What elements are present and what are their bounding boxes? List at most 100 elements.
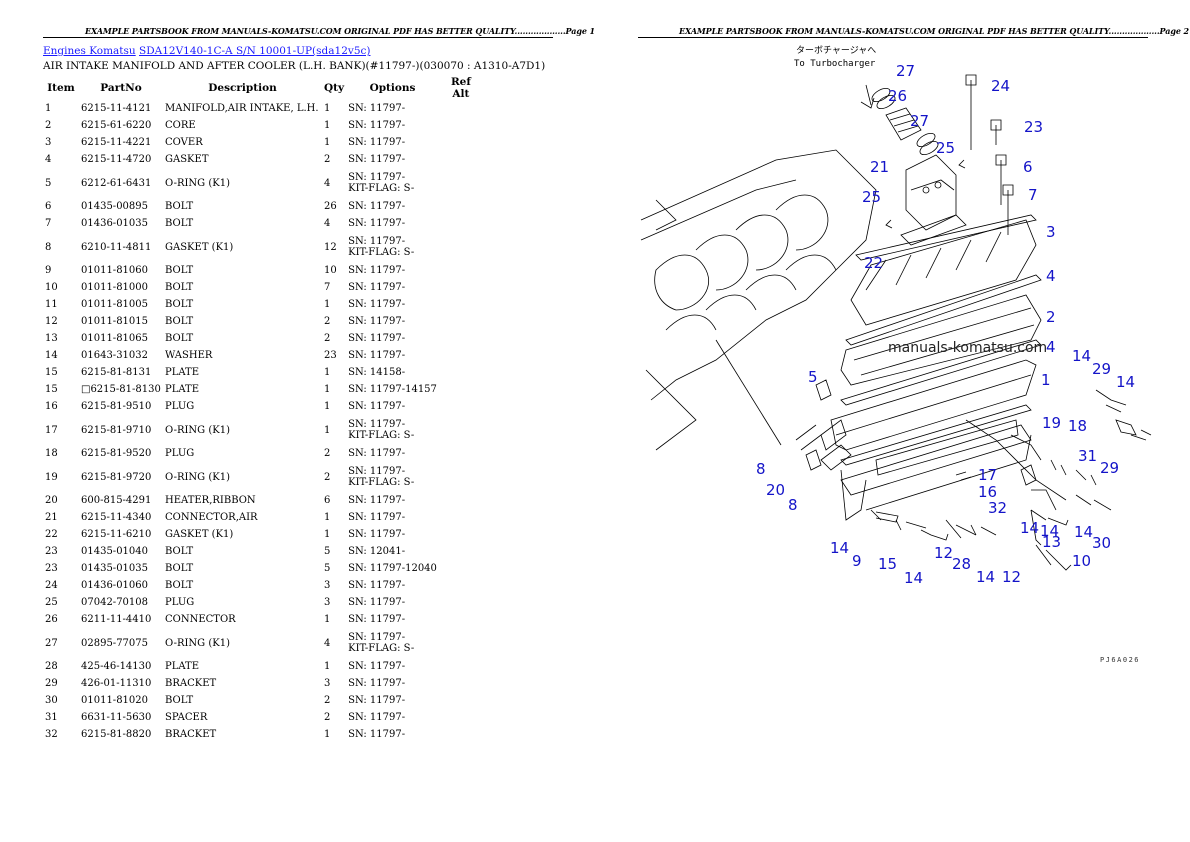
callout-number: 14: [1074, 523, 1093, 541]
description-cell: BOLT: [165, 333, 194, 344]
qty-cell: 3: [324, 580, 331, 591]
item-cell: 32: [45, 729, 58, 740]
refalt-cell: [439, 611, 483, 628]
breadcrumb-link-engines[interactable]: Engines Komatsu: [43, 45, 136, 57]
partno-cell: 6215-11-4221: [81, 137, 152, 148]
options-cell: SN: 11797-: [346, 658, 439, 675]
qty-cell: 2: [324, 154, 331, 165]
description-cell: BOLT: [165, 201, 194, 212]
item-cell: 28: [45, 661, 58, 672]
callout-number: 7: [1028, 186, 1038, 204]
qty-cell: 1: [324, 137, 331, 148]
qty-cell: 1: [324, 299, 331, 310]
refalt-cell: [439, 398, 483, 415]
refalt-cell: [439, 709, 483, 726]
qty-cell: 2: [324, 316, 331, 327]
item-cell: 20: [45, 495, 58, 506]
options-serial: SN: 11797-: [348, 495, 406, 506]
callout-number: 32: [988, 499, 1007, 517]
qty-cell: 1: [324, 529, 331, 540]
breadcrumb-link-model[interactable]: SDA12V140-1C-A S/N 10001-UP(sda12v5c): [139, 45, 371, 57]
callout-number: 4: [1046, 338, 1056, 356]
options-serial: SN: 11797-: [348, 466, 406, 477]
options-cell: SN: 11797-: [346, 279, 439, 296]
partno-cell: 01435-00895: [81, 201, 149, 212]
drawing-code: PJ6A026: [1100, 656, 1141, 664]
callout-number: 1: [1041, 371, 1051, 389]
item-cell: 2: [45, 120, 52, 131]
refalt-cell: [439, 726, 483, 743]
refalt-cell: [439, 117, 483, 134]
item-cell: 22: [45, 529, 58, 540]
page-title: AIR INTAKE MANIFOLD AND AFTER COOLER (L.…: [43, 60, 546, 72]
options-serial: SN: 11797-: [348, 137, 406, 148]
qty-cell: 1: [324, 614, 331, 625]
item-cell: 15: [45, 384, 58, 395]
qty-cell: 2: [324, 448, 331, 459]
fasteners-lower: [870, 389, 1152, 571]
refalt-cell: [439, 509, 483, 526]
partno-cell: 01643-31032: [81, 350, 149, 361]
item-cell: 23: [45, 563, 58, 574]
description-cell: BOLT: [165, 282, 194, 293]
options-serial: SN: 11797-: [348, 512, 406, 523]
col-description-header: Description: [208, 82, 277, 94]
options-serial: SN: 11797-: [348, 419, 406, 430]
callout-number: 29: [1092, 360, 1111, 378]
partno-cell: 6215-11-4340: [81, 512, 152, 523]
item-cell: 9: [45, 265, 52, 276]
options-serial: SN: 11797-: [348, 282, 406, 293]
callout-number: 4: [1046, 267, 1056, 285]
partno-cell: □6215-81-8130: [81, 384, 161, 395]
qty-cell: 1: [324, 367, 331, 378]
refalt-cell: [439, 577, 483, 594]
options-cell: SN: 11797-: [346, 526, 439, 543]
watermark: manuals-komatsu.com: [888, 340, 1048, 356]
options-serial: SN: 14158-: [348, 367, 406, 378]
qty-cell: 1: [324, 103, 331, 114]
options-serial: SN: 11797-: [348, 350, 406, 361]
callout-number: 5: [808, 368, 818, 386]
callout-number: 12: [1002, 568, 1021, 586]
partno-cell: 6215-11-4121: [81, 103, 152, 114]
qty-cell: 4: [324, 637, 331, 649]
callout-number: 10: [1072, 552, 1091, 570]
jp-label: ターボチャージャへ: [796, 45, 876, 56]
col-qty-header: Qty: [324, 82, 345, 94]
partno-cell: 6215-81-9710: [81, 424, 152, 436]
refalt-cell: [439, 151, 483, 168]
item-cell: 16: [45, 401, 58, 412]
item-cell: 25: [45, 597, 58, 608]
qty-cell: 4: [324, 177, 331, 189]
description-cell: BOLT: [165, 265, 194, 276]
qty-cell: 3: [324, 597, 331, 608]
description-cell: MANIFOLD,AIR INTAKE, L.H.: [165, 103, 319, 114]
qty-cell: 2: [324, 712, 331, 723]
item-cell: 5: [45, 177, 52, 189]
callout-number: 16: [978, 483, 997, 501]
description-cell: BRACKET: [165, 678, 217, 689]
partno-cell: 6211-11-4410: [81, 614, 152, 625]
partno-cell: 6215-11-6210: [81, 529, 152, 540]
refalt-cell: [439, 415, 483, 445]
callout-number: 18: [1068, 417, 1087, 435]
item-cell: 8: [45, 241, 52, 253]
description-cell: BOLT: [165, 218, 194, 229]
callout-number: 8: [788, 496, 798, 514]
options-serial: SN: 11797-: [348, 712, 406, 723]
description-cell: BOLT: [165, 299, 194, 310]
partno-cell: 6215-61-6220: [81, 120, 152, 131]
refalt-cell: [439, 594, 483, 611]
description-cell: BOLT: [165, 316, 194, 327]
